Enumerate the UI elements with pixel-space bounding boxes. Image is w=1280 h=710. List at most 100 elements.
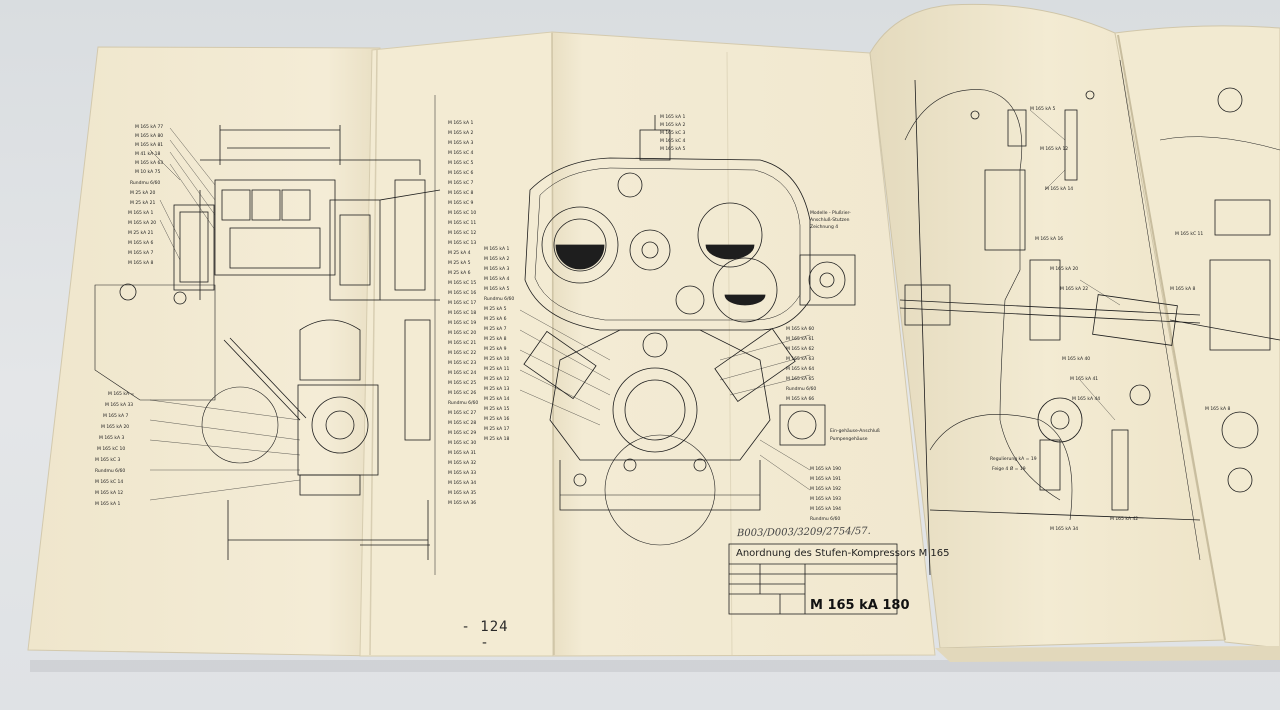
svg-text:M 165 kA 3: M 165 kA 3 <box>99 435 124 441</box>
svg-text:M 25 kA 20: M 25 kA 20 <box>130 190 155 196</box>
svg-text:M 165 kA 3: M 165 kA 3 <box>484 266 509 272</box>
svg-text:M 165 kA 1: M 165 kA 1 <box>660 114 685 120</box>
svg-text:Rundmu 6/60: Rundmu 6/60 <box>810 516 840 522</box>
svg-text:Rundmu 6/60: Rundmu 6/60 <box>484 296 514 302</box>
svg-text:M 165 kA 42: M 165 kA 42 <box>1110 516 1138 522</box>
svg-text:Pumpengehäuse: Pumpengehäuse <box>830 436 868 442</box>
svg-text:M 165 kA 20: M 165 kA 20 <box>101 424 129 430</box>
svg-text:M 165 kA 81: M 165 kA 81 <box>135 142 163 148</box>
middle-page <box>551 31 936 657</box>
svg-text:M 165 kC 10: M 165 kC 10 <box>448 210 476 216</box>
svg-text:M 165 kA 16: M 165 kA 16 <box>1035 236 1063 242</box>
svg-text:M 165 kA 63: M 165 kA 63 <box>135 160 163 166</box>
left-engine-drawing <box>94 95 441 575</box>
title-block-drawing-number: M 165 kA 180 <box>810 598 910 613</box>
svg-text:M 25 kA 4: M 25 kA 4 <box>448 250 471 256</box>
svg-text:M 10 kA 75: M 10 kA 75 <box>135 169 160 175</box>
svg-text:M 165 kA 80: M 165 kA 80 <box>135 133 163 139</box>
svg-text:M 165 kA 194: M 165 kA 194 <box>810 506 841 512</box>
svg-text:M 165 kA 41: M 165 kA 41 <box>1070 376 1098 382</box>
svg-text:Feige 4 Ø = 19: Feige 4 Ø = 19 <box>992 465 1026 472</box>
svg-text:M 25 kA 10: M 25 kA 10 <box>484 356 509 362</box>
center-left-label-column: M 165 kA 1 M 165 kA 2 M 165 kA 3 M 165 kC … <box>448 120 514 506</box>
page-number: - 124 - <box>461 619 509 651</box>
svg-text:M 165 kA 44: M 165 kA 44 <box>1072 396 1100 402</box>
svg-text:M 165 kA 20: M 165 kA 20 <box>1050 266 1078 272</box>
svg-text:M 165 kA 34: M 165 kA 34 <box>1050 526 1078 532</box>
svg-text:M 165 kA 8: M 165 kA 8 <box>1170 286 1195 292</box>
svg-text:Anschluß-Stutzen: Anschluß-Stutzen <box>810 217 850 223</box>
svg-text:M 165 kC 13: M 165 kC 13 <box>448 240 476 246</box>
far-right-page <box>1114 25 1280 649</box>
svg-text:M 165 kA 1: M 165 kA 1 <box>484 246 509 252</box>
svg-text:Rundmu 6/60: Rundmu 6/60 <box>786 386 816 392</box>
svg-text:M 41 kA 18: M 41 kA 18 <box>135 151 160 157</box>
svg-text:M 165 kA 7: M 165 kA 7 <box>103 413 128 419</box>
svg-text:M 165 kA 7: M 165 kA 7 <box>128 250 153 256</box>
svg-text:M 165 kC 14: M 165 kC 14 <box>95 479 123 485</box>
svg-text:M 165 kA 20: M 165 kA 20 <box>128 220 156 226</box>
title-block <box>728 543 898 615</box>
svg-text:M 25 kA 13: M 25 kA 13 <box>484 386 509 392</box>
svg-text:M 165 kC 29: M 165 kC 29 <box>448 430 476 436</box>
svg-text:M 165 kA 34: M 165 kA 34 <box>448 480 476 486</box>
svg-text:M 165 kC 6: M 165 kC 6 <box>448 170 474 176</box>
svg-text:M 165 kA 66: M 165 kA 66 <box>786 396 814 402</box>
right-page-curl <box>869 3 1226 649</box>
svg-text:M 165 kA 63: M 165 kA 63 <box>786 356 814 362</box>
right-label-scatter: M 165 kA 5M 165 kA 12M 165 kA 14 M 165 k… <box>990 106 1230 532</box>
svg-text:M 165 kC 11: M 165 kC 11 <box>448 220 476 226</box>
svg-text:M 165 kA 65: M 165 kA 65 <box>786 376 814 382</box>
svg-text:M 165 kA 1: M 165 kA 1 <box>128 210 153 216</box>
svg-text:M 165 kA 32: M 165 kA 32 <box>448 460 476 466</box>
svg-text:M 165 kC 11: M 165 kC 11 <box>1175 231 1203 237</box>
svg-text:M 165 kA 1: M 165 kA 1 <box>448 120 473 126</box>
svg-text:M 165 kC 20: M 165 kC 20 <box>448 330 476 336</box>
svg-text:M 165 kA 12: M 165 kA 12 <box>1040 146 1068 152</box>
svg-text:Regulierung kA = 19: Regulierung kA = 19 <box>990 456 1037 462</box>
svg-text:M 165 kA 8: M 165 kA 8 <box>1205 406 1230 412</box>
svg-text:M 165 kC 21: M 165 kC 21 <box>448 340 476 346</box>
svg-text:M 165 kA 5: M 165 kA 5 <box>1030 106 1055 112</box>
svg-text:M 165 kA 2: M 165 kA 2 <box>448 130 473 136</box>
right-engine-drawing <box>899 59 1280 576</box>
svg-text:M 25 kA 15: M 25 kA 15 <box>484 406 509 412</box>
svg-text:M 165 kC 4: M 165 kC 4 <box>448 150 474 156</box>
svg-text:M 25 kA 14: M 25 kA 14 <box>484 396 509 402</box>
svg-text:M 165 kA 12: M 165 kA 12 <box>95 490 123 496</box>
svg-text:M 165 kC 8: M 165 kC 8 <box>448 190 474 196</box>
svg-text:M 165 kC 5: M 165 kC 5 <box>448 160 474 166</box>
svg-text:M 165 kC 15: M 165 kC 15 <box>448 280 476 286</box>
svg-text:M 25 kA 12: M 25 kA 12 <box>484 376 509 382</box>
svg-text:M 165 kA 22: M 165 kA 22 <box>1060 286 1088 292</box>
svg-text:M 165 kA 60: M 165 kA 60 <box>786 326 814 332</box>
svg-text:M 165 kC 22: M 165 kC 22 <box>448 350 476 356</box>
svg-text:M 25 kA 21: M 25 kA 21 <box>130 200 155 206</box>
svg-text:M 165 kC 3: M 165 kC 3 <box>660 130 686 136</box>
svg-text:M 165 kC 18: M 165 kC 18 <box>448 310 476 316</box>
svg-text:M 25 kA 5: M 25 kA 5 <box>448 260 471 266</box>
svg-text:M 25 kA 5: M 25 kA 5 <box>484 306 507 312</box>
svg-text:M 165 kA 40: M 165 kA 40 <box>1062 356 1090 362</box>
svg-text:M 165 kC 19: M 165 kC 19 <box>448 320 476 326</box>
svg-text:Rundmu 6/60: Rundmu 6/60 <box>130 180 160 186</box>
svg-text:M 165 kA 192: M 165 kA 192 <box>810 486 841 492</box>
middle-label-columns: M 165 kA 1M 165 kA 2M 165 kC 3 M 165 kC … <box>660 114 880 522</box>
svg-text:M 165 kC 4: M 165 kC 4 <box>660 138 686 144</box>
svg-text:M 165 kC 9: M 165 kC 9 <box>448 200 474 206</box>
svg-text:M 165 kA 64: M 165 kA 64 <box>786 366 814 372</box>
svg-text:M 25 kA 18: M 25 kA 18 <box>484 436 509 442</box>
svg-text:M 165 kA 61: M 165 kA 61 <box>786 336 814 342</box>
svg-text:M 165 kA 3: M 165 kA 3 <box>448 140 473 146</box>
svg-text:M 25 kA 6: M 25 kA 6 <box>448 270 471 276</box>
svg-text:M 165 kA 193: M 165 kA 193 <box>810 496 841 502</box>
svg-text:M 165 kA 5: M 165 kA 5 <box>660 146 685 152</box>
svg-text:M 25 kA 11: M 25 kA 11 <box>484 366 509 372</box>
svg-text:M 165 kC 28: M 165 kC 28 <box>448 420 476 426</box>
svg-text:M 165 kA 35: M 165 kA 35 <box>448 490 476 496</box>
svg-text:Rundmu 6/60: Rundmu 6/60 <box>448 400 478 406</box>
svg-text:Zeichnung 4: Zeichnung 4 <box>810 224 838 230</box>
svg-text:M 165 kC 23: M 165 kC 23 <box>448 360 476 366</box>
svg-text:Rundmu 6/60: Rundmu 6/60 <box>95 468 125 474</box>
svg-text:M 25 kA 17: M 25 kA 17 <box>484 426 509 432</box>
